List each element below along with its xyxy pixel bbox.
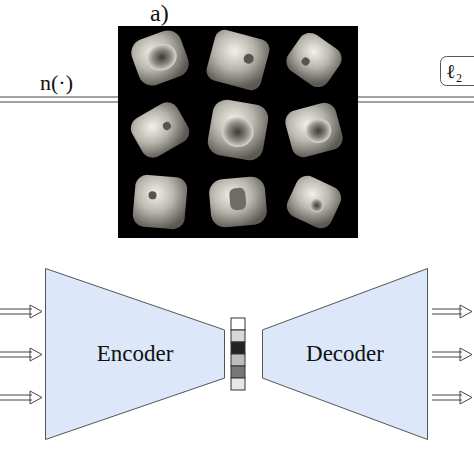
function-label: n(·) bbox=[40, 70, 73, 96]
render-panel bbox=[118, 26, 358, 238]
encoder-block: Encoder bbox=[45, 268, 225, 440]
object-renders bbox=[126, 27, 346, 233]
node-text: ℓ₂ bbox=[446, 60, 463, 83]
node-text: Encoder bbox=[97, 341, 174, 367]
panel-label: a) bbox=[150, 0, 169, 27]
node-text: Decoder bbox=[306, 341, 384, 367]
latent-code bbox=[231, 318, 245, 390]
signal-lines bbox=[0, 97, 474, 102]
decoder-block: Decoder bbox=[262, 268, 428, 440]
loss-box: ℓ₂ bbox=[440, 56, 474, 86]
